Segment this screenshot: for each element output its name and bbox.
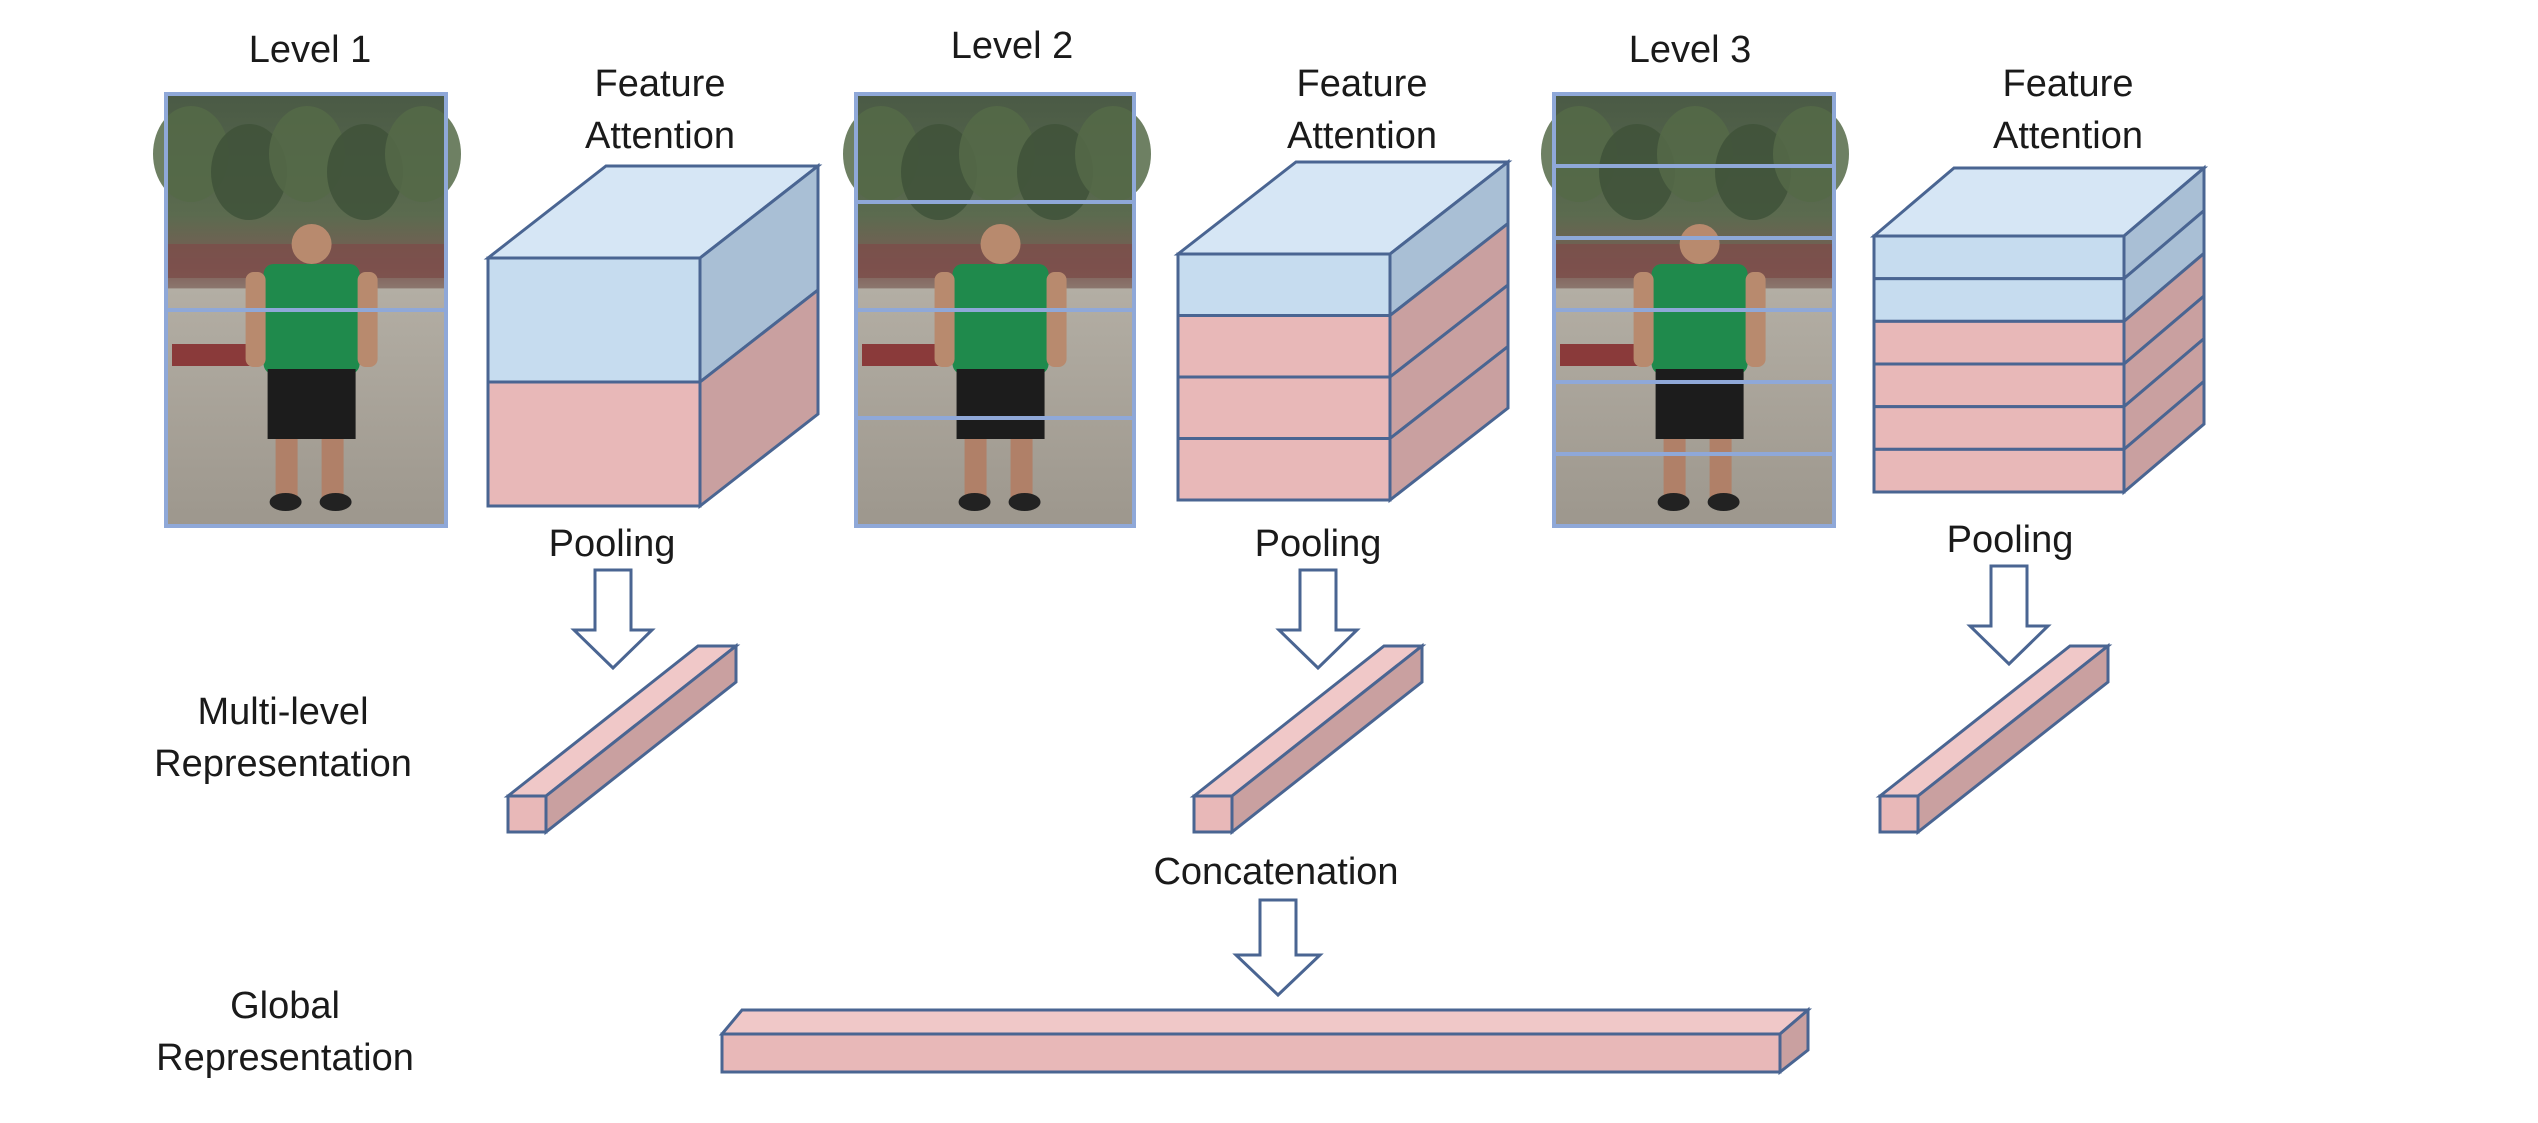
person-head — [980, 224, 1021, 264]
block-slice-pink — [1872, 319, 2126, 366]
feature-attention-3-line1: Feature — [2003, 63, 2134, 105]
bar-front-face — [1192, 794, 1234, 834]
person-leg-right — [1709, 439, 1732, 499]
person-shirt — [1651, 264, 1748, 374]
pooling-3-arrow-icon — [1966, 564, 2052, 667]
bench — [862, 344, 942, 366]
global-label-line1: Global — [230, 985, 340, 1027]
global-bar-front — [720, 1032, 1782, 1074]
bar-side-face — [1230, 642, 1424, 836]
person-shorts — [1655, 369, 1744, 439]
person-leg-right — [321, 439, 344, 499]
multilevel-label-line2: Representation — [154, 743, 412, 785]
person-shoe — [319, 493, 352, 511]
tree-foliage — [385, 106, 461, 202]
feature-attention-2-line1: Feature — [1297, 63, 1428, 105]
concatenation-label: Concatenation — [1153, 851, 1398, 893]
concatenation-arrow-icon — [1232, 898, 1324, 998]
bar-front-face — [1878, 794, 1920, 834]
tree-foliage — [1657, 106, 1733, 202]
bench — [172, 344, 252, 366]
tree-foliage — [1773, 106, 1849, 202]
block-slice-blue — [1872, 234, 2126, 281]
person-shoe — [1008, 493, 1041, 511]
person-shoe — [1707, 493, 1740, 511]
multilevel-label-line1: Multi-level — [197, 691, 368, 733]
block-slice-blue — [1176, 252, 1392, 317]
tree-foliage — [211, 124, 287, 220]
bar-side-face — [1916, 642, 2110, 836]
feature-attention-block-2 — [1173, 158, 1513, 504]
bar-side-face — [544, 642, 738, 836]
tree-foliage — [269, 106, 345, 202]
person-arm-right — [1745, 272, 1766, 367]
person-head — [291, 224, 332, 264]
level-1-title: Level 1 — [249, 29, 372, 71]
global-label-line2: Representation — [156, 1037, 414, 1079]
block-slice-blue — [486, 256, 702, 384]
tree-foliage — [901, 124, 977, 220]
pooling-1-label: Pooling — [549, 523, 676, 565]
person-arm-right — [1046, 272, 1067, 367]
tree-foliage — [843, 106, 919, 202]
block-slice-pink — [1176, 314, 1392, 379]
pooling-3-label: Pooling — [1947, 519, 2074, 561]
level-2-person-image — [843, 92, 1151, 528]
feature-attention-1-line2: Attention — [585, 115, 735, 157]
global-bar-top — [718, 1008, 1813, 1036]
tree-foliage — [1715, 124, 1791, 220]
tree-foliage — [1541, 106, 1617, 202]
person-leg-left — [964, 439, 987, 499]
tree-foliage — [1075, 106, 1151, 202]
person-shirt — [952, 264, 1049, 374]
tree-foliage — [1017, 124, 1093, 220]
level-3-person-image — [1541, 92, 1849, 528]
person-head — [1679, 224, 1720, 264]
block-slice-pink — [1872, 447, 2126, 494]
block-slice-pink — [1176, 437, 1392, 502]
feature-attention-block-1 — [483, 162, 823, 510]
feature-attention-block-3 — [1869, 164, 2209, 496]
bar-front-face — [506, 794, 548, 834]
bench — [1560, 344, 1640, 366]
tree-foliage — [153, 106, 229, 202]
person-arm-left — [1633, 272, 1654, 367]
block-slice-pink — [1872, 405, 2126, 451]
person-leg-left — [275, 439, 298, 499]
block-slice-blue — [1872, 277, 2126, 323]
feature-attention-1-line1: Feature — [595, 63, 726, 105]
person-shorts — [956, 369, 1045, 439]
level-3-title: Level 3 — [1629, 29, 1752, 71]
tree-foliage — [327, 124, 403, 220]
block-slice-pink — [1176, 375, 1392, 440]
person-arm-right — [357, 272, 378, 367]
pooling-2-label: Pooling — [1255, 523, 1382, 565]
multilevel-bar-2 — [1189, 642, 1427, 836]
pooling-1-arrow-icon — [570, 568, 656, 671]
level-2-title: Level 2 — [951, 25, 1074, 67]
person-shoe — [958, 493, 991, 511]
multilevel-bar-1 — [503, 642, 741, 836]
person-leg-right — [1010, 439, 1033, 499]
person-leg-left — [1663, 439, 1686, 499]
person-arm-left — [245, 272, 266, 367]
person-shorts — [267, 369, 356, 439]
block-slice-pink — [1872, 362, 2126, 409]
person-shoe — [1657, 493, 1690, 511]
tree-foliage — [959, 106, 1035, 202]
tree-foliage — [1599, 124, 1675, 220]
level-1-person-image — [153, 92, 461, 528]
pooling-2-arrow-icon — [1275, 568, 1361, 671]
person-arm-left — [934, 272, 955, 367]
global-representation-bar — [718, 1006, 1813, 1076]
feature-attention-3-line2: Attention — [1993, 115, 2143, 157]
person-shirt — [263, 264, 360, 374]
multilevel-bar-3 — [1875, 642, 2113, 836]
block-slice-pink — [486, 380, 702, 508]
feature-attention-2-line2: Attention — [1287, 115, 1437, 157]
person-shoe — [269, 493, 302, 511]
